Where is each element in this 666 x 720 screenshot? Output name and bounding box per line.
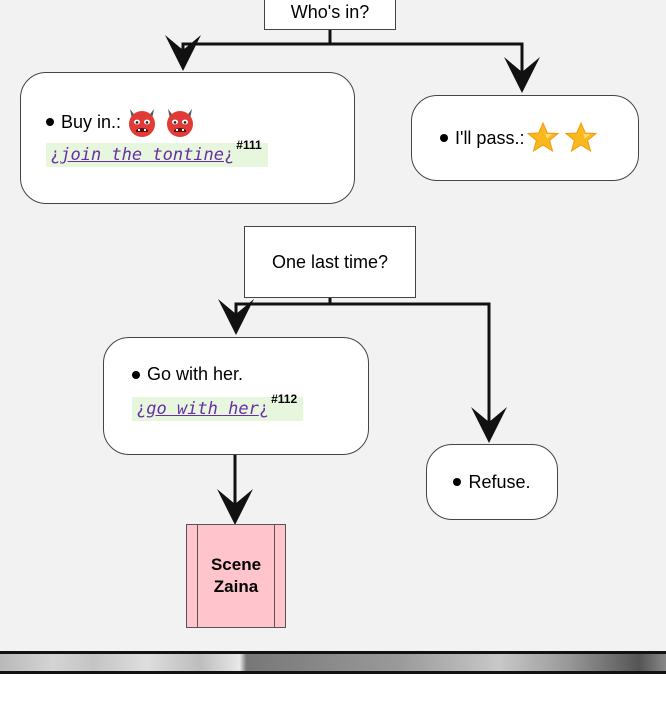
- devil-face-icon: [167, 109, 194, 137]
- open-mark: ¿: [50, 145, 61, 165]
- devil-face-icon: [129, 109, 156, 137]
- open-mark: ¿: [136, 399, 147, 419]
- bullet-icon: [440, 134, 448, 142]
- tag-111: #111: [236, 138, 262, 152]
- decision-who-is-in-label: Who's in?: [290, 2, 370, 22]
- option-pass[interactable]: I'll pass.:: [411, 95, 639, 181]
- scene-line-1: Scene: [210, 555, 262, 574]
- option-refuse[interactable]: Refuse.: [426, 444, 558, 520]
- decision-one-last-time-label: One last time?: [271, 251, 389, 272]
- option-refuse-label: Refuse.: [468, 471, 531, 492]
- option-go-with-her[interactable]: Go with her. ¿ go with her ¿ #112: [103, 337, 369, 455]
- option-buy-in-label: Buy in.:: [61, 111, 122, 132]
- option-refuse-line: Refuse.: [453, 471, 531, 493]
- scene-zaina[interactable]: Scene Zaina: [186, 524, 286, 628]
- option-go-line: Go with her.: [132, 364, 368, 385]
- bullet-icon: [132, 370, 140, 379]
- close-mark: ¿: [224, 145, 235, 165]
- option-go-link-row: ¿ go with her ¿ #112: [132, 392, 304, 421]
- option-buy-in-line: Buy in.:: [46, 105, 354, 139]
- page-divider: [0, 651, 666, 654]
- link-go-with-her[interactable]: go with her: [146, 399, 259, 419]
- page-divider-bottom: [0, 671, 666, 674]
- page-footer-area: [0, 674, 666, 720]
- close-mark: ¿: [258, 399, 270, 419]
- decision-who-is-in: Who's in?: [264, 0, 396, 30]
- link-join-the-tontine[interactable]: join the tontine: [60, 145, 225, 165]
- option-buy-in-link-row: ¿ join the tontine ¿ #111: [46, 138, 268, 167]
- tag-112: #112: [271, 392, 298, 406]
- option-pass-line: I'll pass.:: [440, 121, 598, 155]
- image-strip: [0, 654, 666, 671]
- bullet-icon: [46, 118, 54, 126]
- star-icon: [527, 121, 560, 153]
- decision-one-last-time: One last time?: [244, 226, 416, 298]
- star-icon: [565, 121, 598, 153]
- scene-zaina-label: Scene Zaina: [211, 554, 261, 598]
- bullet-icon: [453, 478, 462, 486]
- scene-line-2: Zaina: [213, 577, 259, 596]
- option-go-label: Go with her.: [147, 364, 244, 384]
- option-pass-label: I'll pass.:: [455, 127, 525, 148]
- option-buy-in[interactable]: Buy in.: ¿ join the tontine ¿ #111: [20, 72, 355, 204]
